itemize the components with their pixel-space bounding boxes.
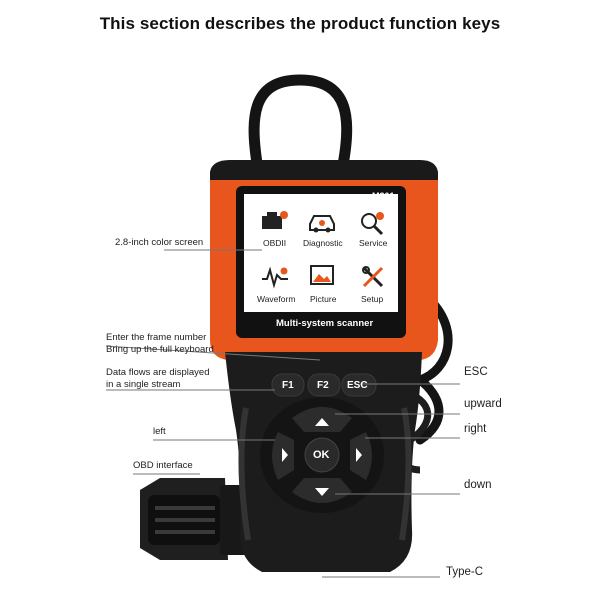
page-title: This section describes the product funct… xyxy=(99,14,501,33)
esc-key-label[interactable]: ESC xyxy=(347,380,368,391)
up-arrow-icon xyxy=(315,418,329,426)
f1-key xyxy=(271,373,305,397)
callout-f1-line2: in a single stream xyxy=(106,379,181,390)
cable xyxy=(248,74,353,176)
f2-key-label[interactable]: F2 xyxy=(317,380,329,391)
menu-item-service[interactable]: Service xyxy=(359,238,388,248)
f1-key-label[interactable]: F1 xyxy=(282,380,294,391)
ok-key-label[interactable]: OK xyxy=(313,449,330,461)
callout-screen: 2.8-inch color screen xyxy=(115,237,204,248)
down-arrow-icon xyxy=(315,488,329,496)
callout-typec: Type-C xyxy=(446,566,484,578)
callout-obd: OBD interface xyxy=(133,460,193,471)
screen-caption: Multi-system scanner xyxy=(276,318,374,329)
ok-key xyxy=(304,437,340,473)
setup-icon xyxy=(362,266,384,288)
dpad xyxy=(260,397,384,513)
service-icon xyxy=(361,212,384,236)
callout-f1-line1: Data flows are displayed xyxy=(106,367,210,378)
engine-icon xyxy=(262,211,288,229)
waveform-icon xyxy=(262,266,288,289)
menu-item-obdii[interactable]: OBDII xyxy=(263,238,287,248)
menu-item-setup[interactable]: Setup xyxy=(361,294,384,304)
callout-f2-line2: Bring up the full keyboard xyxy=(106,344,214,355)
picture-icon xyxy=(310,265,334,285)
callout-esc: ESC xyxy=(464,366,488,378)
callout-right: right xyxy=(464,423,487,435)
callout-f2-line1: Enter the frame number xyxy=(106,332,207,343)
menu-item-waveform[interactable]: Waveform xyxy=(257,294,296,304)
car-diagnostic-icon xyxy=(309,215,335,233)
menu-item-diagnostic[interactable]: Diagnostic xyxy=(303,238,343,248)
callout-left: left xyxy=(153,426,166,437)
f2-key xyxy=(307,373,341,397)
model-label: M301 xyxy=(372,191,395,201)
callout-down: down xyxy=(464,479,492,491)
callout-upward: upward xyxy=(464,398,502,410)
menu-item-picture[interactable]: Picture xyxy=(310,294,337,304)
left-arrow-icon xyxy=(282,448,288,462)
right-arrow-icon xyxy=(356,448,362,462)
obd-plug xyxy=(140,478,248,560)
esc-key xyxy=(341,373,377,397)
